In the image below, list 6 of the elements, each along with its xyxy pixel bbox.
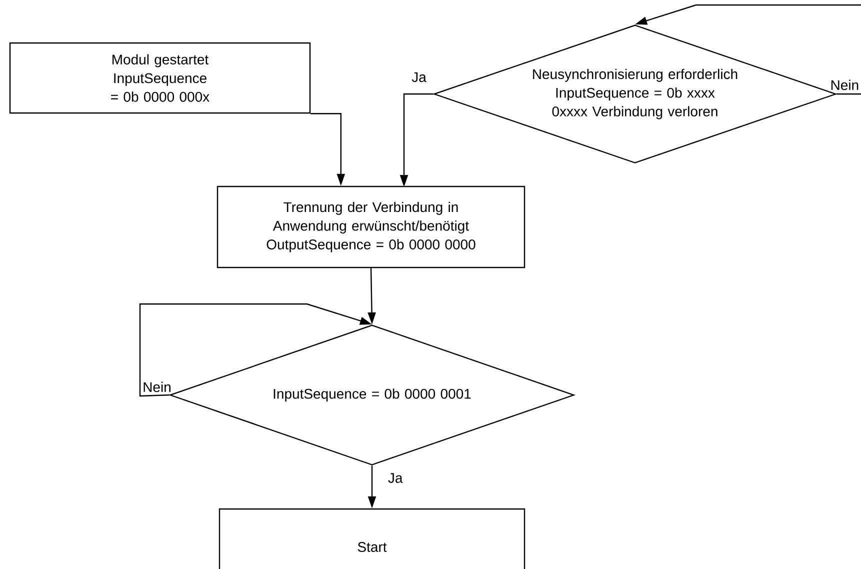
process-box: Start — [218, 508, 526, 569]
edge-label: Ja — [410, 70, 428, 84]
edge-label: Nein — [828, 78, 860, 92]
process-box: Trennung der Verbindung in Anwendung erwünscht/benötigt OutputSequence = 0b 0000 0000 — [216, 186, 526, 268]
process-box: Modul gestartet InputSequence = 0b 0000 000x — [9, 42, 311, 114]
edge-label: Ja — [386, 472, 404, 484]
